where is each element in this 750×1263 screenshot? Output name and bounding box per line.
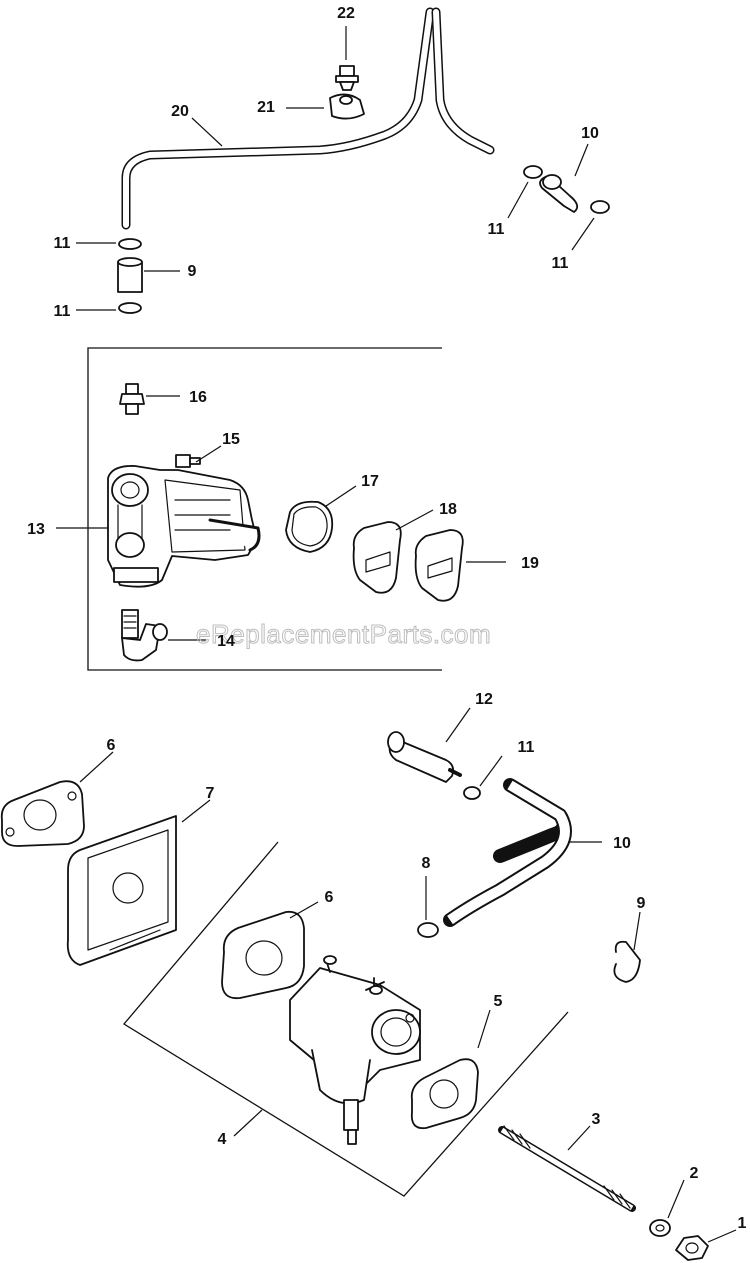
part-20-fuel-pipe bbox=[121, 7, 495, 230]
part-4-bracket bbox=[123, 841, 569, 1197]
part-9-hose-left bbox=[117, 257, 143, 293]
callout-11-top-b: 11 bbox=[552, 255, 569, 272]
callout-6-upper: 6 bbox=[107, 737, 116, 754]
callout-18: 18 bbox=[439, 501, 457, 518]
part-16-fitting bbox=[119, 383, 145, 415]
part-6-gasket-lower bbox=[221, 910, 305, 1000]
part-2-washer bbox=[649, 1219, 671, 1237]
part-13-fuel-pump bbox=[107, 465, 261, 588]
part-11-clamp-left-a bbox=[118, 238, 142, 250]
part-22-screw bbox=[335, 65, 359, 91]
part-18-gasket bbox=[352, 521, 402, 594]
part-1-nut bbox=[675, 1235, 709, 1261]
watermark: eReplacementParts.com bbox=[196, 619, 491, 649]
part-15-screw bbox=[175, 454, 201, 468]
callout-12: 12 bbox=[475, 691, 493, 708]
part-3-stud bbox=[498, 1125, 636, 1212]
part-11-clamp-left-b bbox=[118, 302, 142, 314]
callout-17: 17 bbox=[361, 473, 379, 490]
part-11-clamp-right-a bbox=[523, 165, 543, 179]
callout-14: 14 bbox=[217, 633, 235, 650]
part-14-elbow-fitting bbox=[121, 609, 168, 662]
callout-19: 19 bbox=[521, 555, 539, 572]
part-4-carburetor bbox=[289, 955, 421, 1145]
part-6-gasket-upper bbox=[0, 780, 85, 847]
part-17-gasket bbox=[285, 500, 334, 553]
callout-16: 16 bbox=[189, 389, 207, 406]
callout-10-lower: 10 bbox=[613, 835, 631, 852]
leader-lines bbox=[56, 26, 737, 1243]
callout-8: 8 bbox=[422, 855, 431, 872]
part-21-clip bbox=[329, 93, 365, 120]
callout-4: 4 bbox=[218, 1131, 227, 1148]
part-11-clamp-lower bbox=[463, 786, 481, 800]
callout-1: 1 bbox=[738, 1215, 747, 1232]
part-12-fuel-filter bbox=[387, 731, 462, 783]
part-10-hose-right bbox=[539, 174, 579, 213]
callout-11-top-a: 11 bbox=[488, 221, 505, 238]
callout-13: 13 bbox=[27, 521, 45, 538]
callout-21: 21 bbox=[257, 99, 275, 116]
callout-2: 2 bbox=[690, 1165, 699, 1182]
callout-9-top: 9 bbox=[188, 263, 197, 280]
part-9-clip bbox=[613, 940, 641, 983]
callout-9-lower: 9 bbox=[637, 895, 646, 912]
callout-20: 20 bbox=[171, 103, 189, 120]
callout-6-lower: 6 bbox=[325, 889, 334, 906]
callout-11-left-b: 11 bbox=[54, 303, 71, 320]
callout-7: 7 bbox=[206, 785, 215, 802]
part-7-air-cleaner-base bbox=[66, 815, 177, 966]
callout-11-left-a: 11 bbox=[54, 235, 71, 252]
callout-11-lower: 11 bbox=[518, 739, 535, 756]
part-19-gasket bbox=[414, 529, 464, 602]
callout-22: 22 bbox=[337, 5, 355, 22]
callout-3: 3 bbox=[592, 1111, 601, 1128]
callout-10-top: 10 bbox=[581, 125, 599, 142]
callout-5: 5 bbox=[494, 993, 503, 1010]
part-8-clamp bbox=[417, 922, 439, 938]
pump-group-bracket bbox=[87, 347, 442, 671]
part-5-gasket bbox=[410, 1058, 479, 1130]
part-10-hose-lower bbox=[443, 778, 572, 927]
callout-15: 15 bbox=[222, 431, 240, 448]
part-11-clamp-right-b bbox=[590, 200, 610, 214]
